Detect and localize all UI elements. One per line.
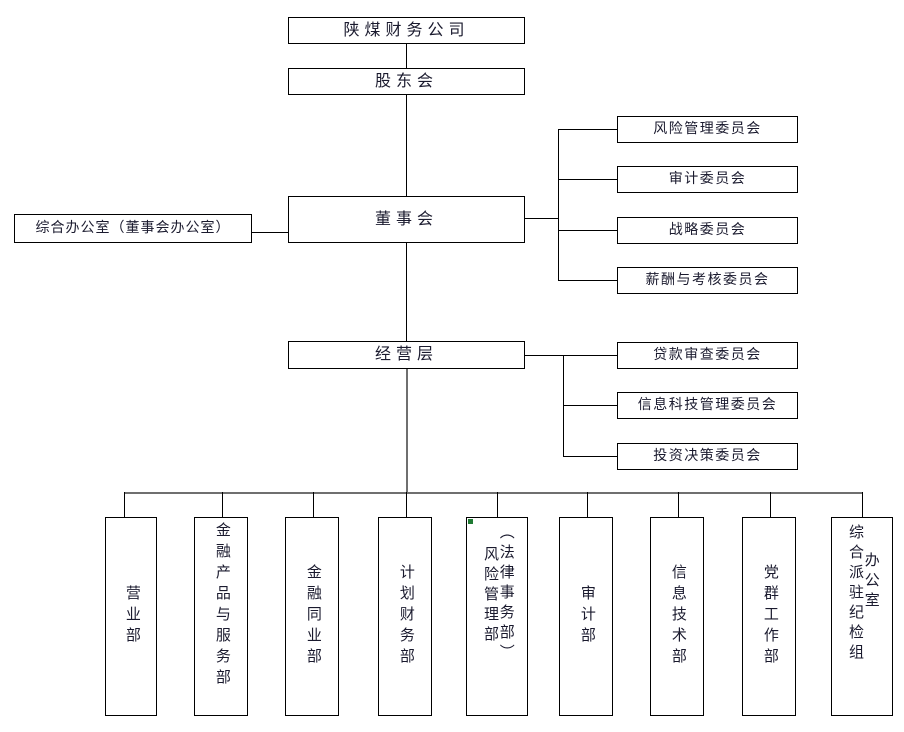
node-board-office: 综合办公室（董事会办公室）: [14, 214, 252, 243]
department-0: 营业部: [105, 517, 157, 716]
node-company: 陕煤财务公司: [288, 17, 525, 44]
department-drop-8: [862, 492, 863, 517]
management-committee-2: 投资决策委员会: [617, 443, 798, 470]
department-drop-3: [406, 492, 407, 517]
department-bus-line: [124, 492, 862, 494]
connector-board-to-management: [406, 243, 407, 341]
department-drop-7: [770, 492, 771, 517]
board-committee-2: 战略委员会: [617, 217, 798, 244]
department-drop-1: [222, 492, 223, 517]
connector-board-committee-2: [558, 230, 617, 231]
department-2-col-0: 金融同业部: [304, 564, 321, 669]
department-0-col-0: 营业部: [123, 585, 140, 648]
node-board: 董事会: [288, 196, 525, 243]
department-6-col-0: 信息技术部: [669, 564, 686, 669]
management-committee-0: 贷款审查委员会: [617, 342, 798, 369]
management-committee-1: 信息科技管理委员会: [617, 392, 798, 419]
board-committee-0-label: 风险管理委员会: [653, 121, 762, 137]
connector-board-committee-3: [558, 280, 617, 281]
node-management: 经营层: [288, 341, 525, 369]
node-shareholders-label: 股东会: [374, 72, 438, 90]
board-committee-2-label: 战略委员会: [668, 222, 747, 238]
department-4-col-1: 风险管理部: [482, 546, 498, 646]
node-management-label: 经营层: [374, 346, 438, 363]
connector-board-committee-0: [558, 129, 617, 130]
board-committee-1: 审计委员会: [617, 166, 798, 193]
management-committee-2-label: 投资决策委员会: [653, 448, 762, 464]
department-7: 党群工作部: [742, 517, 796, 716]
department-6: 信息技术部: [650, 517, 704, 716]
connector-company-to-shareholders: [406, 44, 407, 68]
node-board-label: 董事会: [374, 210, 438, 228]
node-company-label: 陕煤财务公司: [343, 21, 470, 39]
department-3: 计划财务部: [378, 517, 432, 716]
department-8: 办公室 综合派驻纪检组: [831, 517, 893, 716]
department-3-col-0: 计划财务部: [397, 564, 414, 669]
connector-shareholders-to-board: [406, 95, 407, 196]
connector-management-to-bus: [406, 369, 408, 493]
connector-board-committee-1: [558, 179, 617, 180]
department-8-col-0: 办公室: [862, 552, 879, 612]
connector-board-to-committee-spine: [525, 218, 558, 219]
connector-management-to-committee-0: [525, 355, 617, 356]
management-committee-0-label: 贷款审查委员会: [653, 347, 762, 363]
department-8-col-1: 综合派驻纪检组: [847, 524, 863, 664]
board-committee-1-label: 审计委员会: [668, 171, 747, 187]
department-drop-5: [587, 492, 588, 517]
department-drop-2: [313, 492, 314, 517]
connector-board-office-to-board: [252, 232, 288, 233]
node-board-office-label: 综合办公室（董事会办公室）: [35, 220, 231, 236]
department-1: 金融产品与服务部: [194, 517, 248, 716]
department-4-marker-icon: [468, 519, 473, 524]
connector-management-committee-2: [563, 456, 617, 457]
department-7-col-0: 党群工作部: [761, 564, 778, 669]
department-drop-0: [124, 492, 125, 517]
department-4-col-0: （法律事务部）: [497, 524, 514, 664]
board-committee-3-label: 薪酬与考核委员会: [645, 272, 770, 288]
board-committee-3: 薪酬与考核委员会: [617, 267, 798, 294]
department-drop-4: [497, 492, 498, 517]
department-5: 审计部: [559, 517, 613, 716]
department-2: 金融同业部: [285, 517, 339, 716]
department-5-col-0: 审计部: [578, 585, 595, 648]
board-committee-0: 风险管理委员会: [617, 116, 798, 143]
department-4: （法律事务部） 风险管理部: [466, 517, 528, 716]
board-committee-spine: [558, 129, 559, 281]
department-1-col-0: 金融产品与服务部: [213, 522, 230, 690]
node-shareholders: 股东会: [288, 68, 525, 95]
department-drop-6: [678, 492, 679, 517]
management-committee-1-label: 信息科技管理委员会: [637, 397, 778, 413]
connector-management-committee-1: [563, 405, 617, 406]
